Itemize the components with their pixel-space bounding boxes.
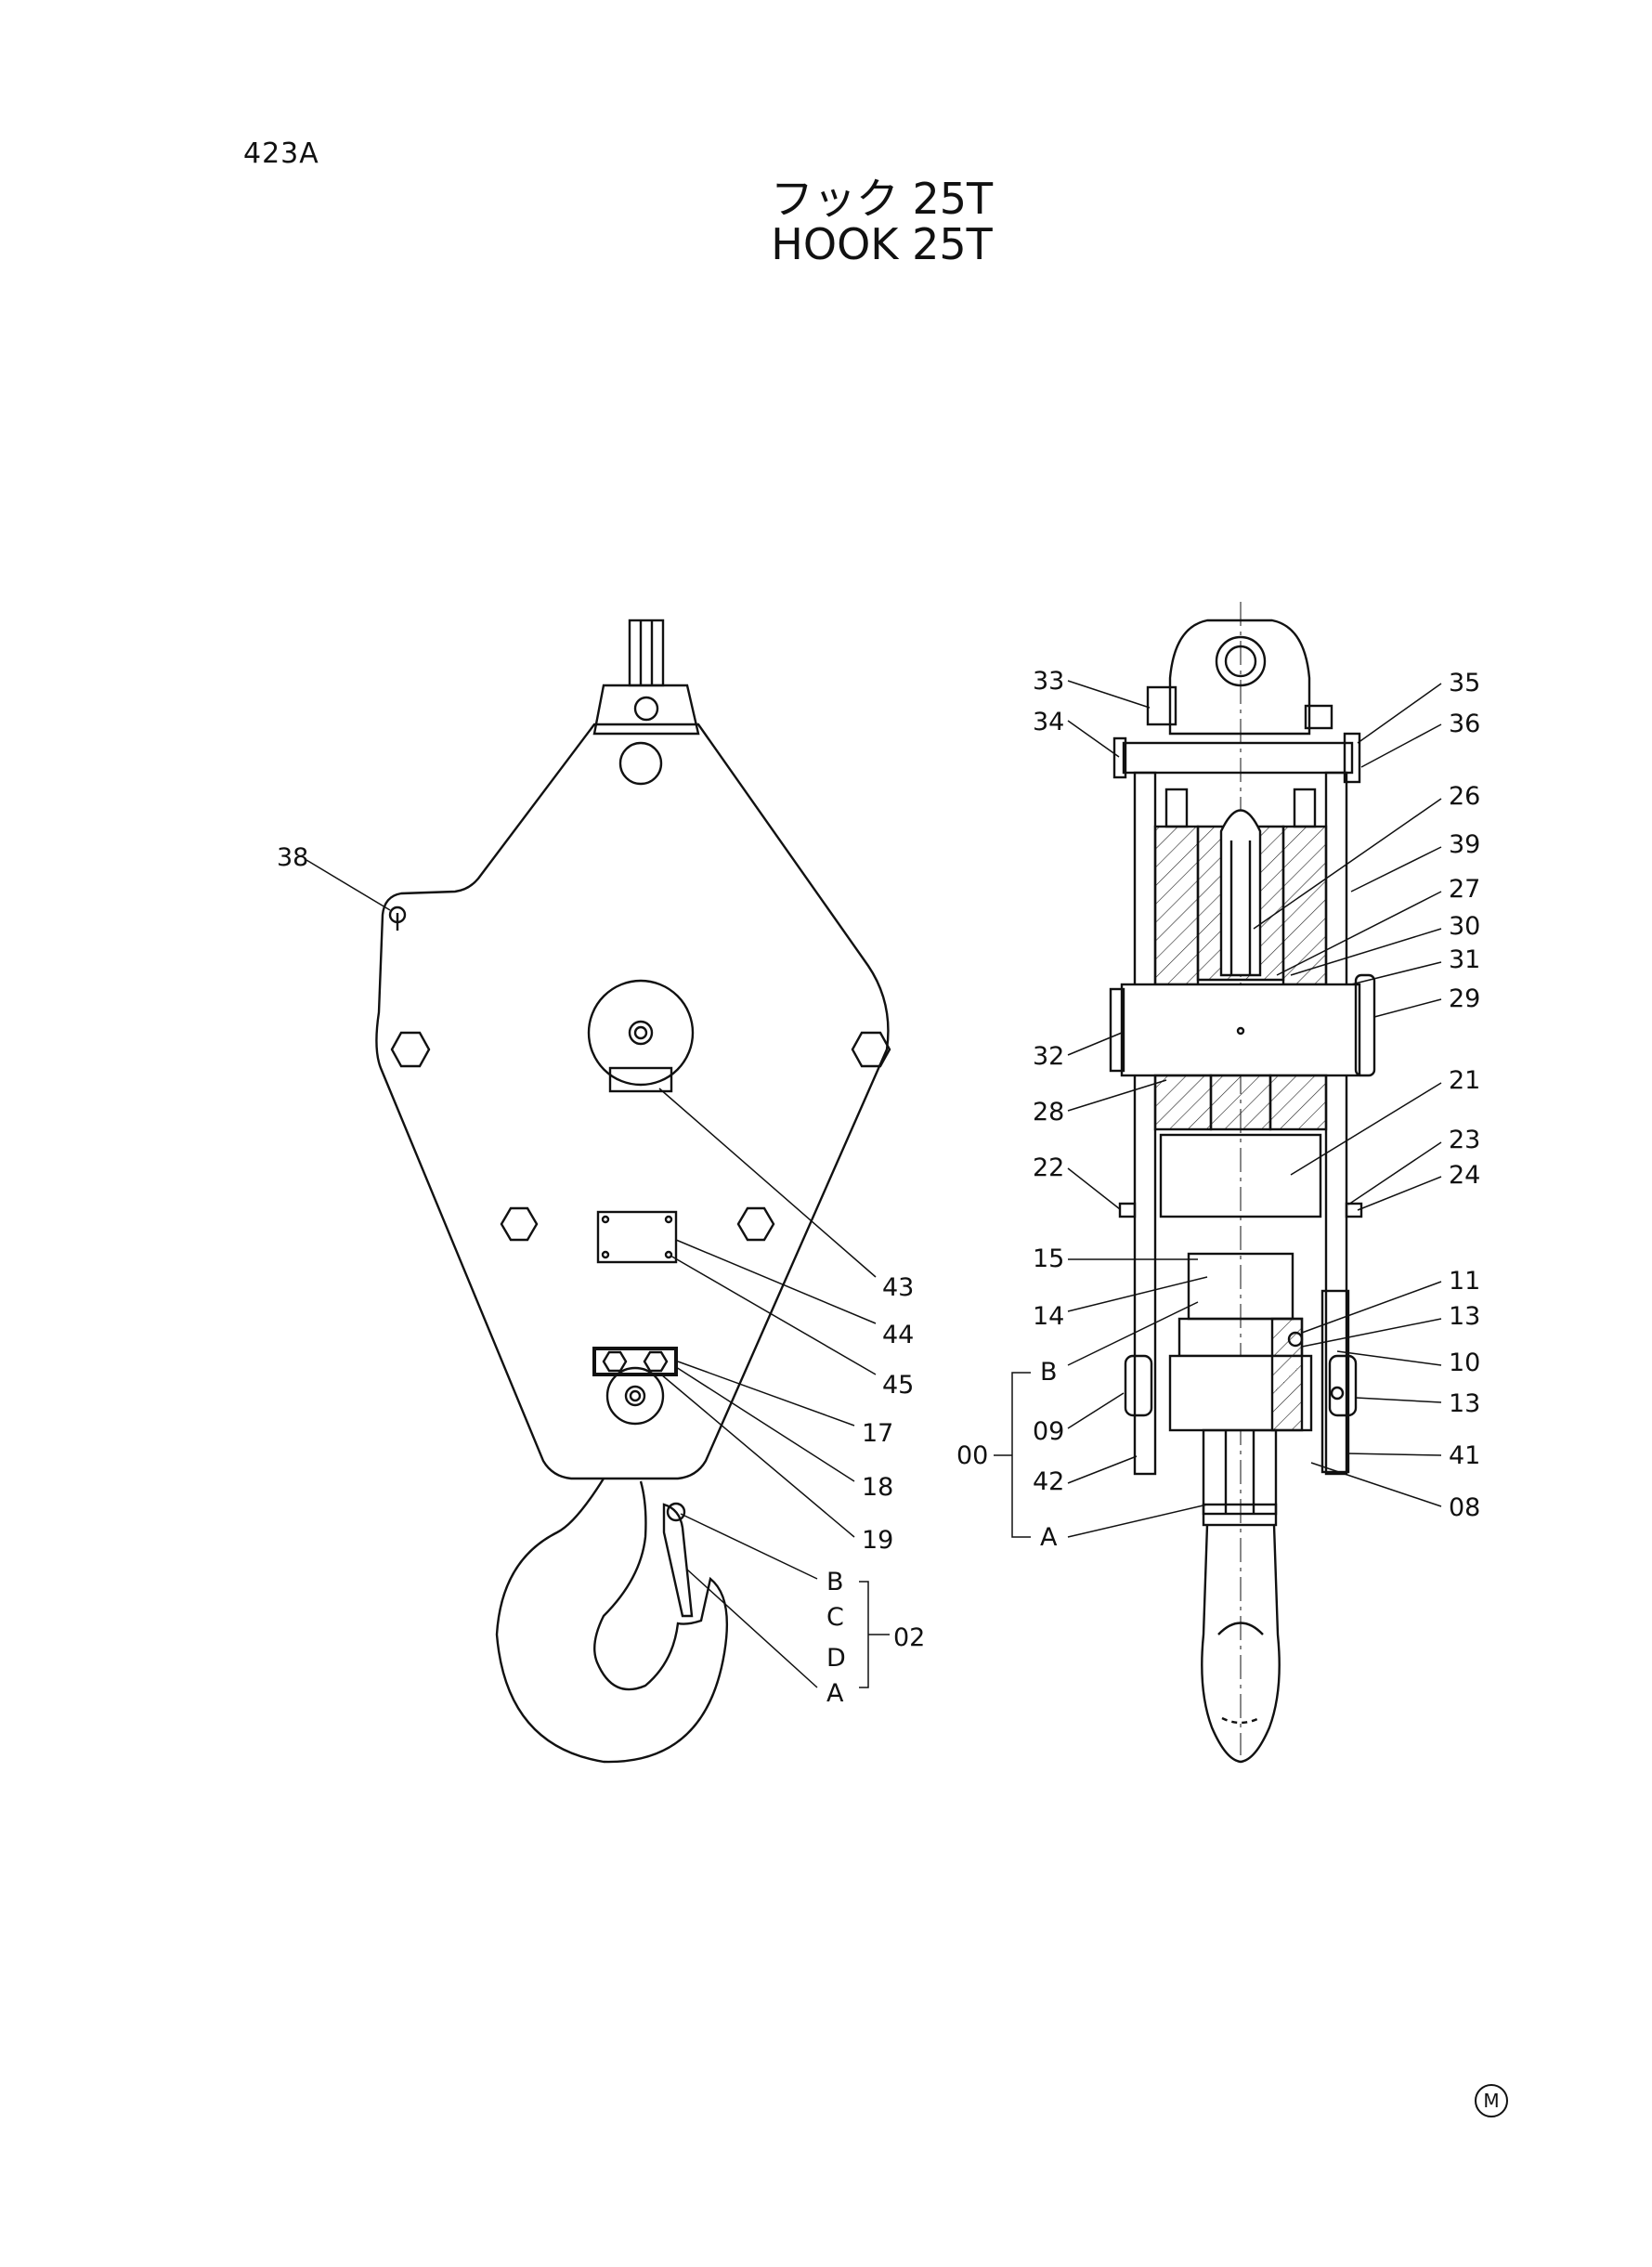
callout-29: 29 — [1449, 984, 1480, 1013]
callout-11: 11 — [1449, 1267, 1480, 1296]
callout-44: 44 — [882, 1321, 914, 1349]
callout-a-front: A — [826, 1679, 844, 1708]
center-boss — [587, 979, 695, 1087]
hex-bolt-icon — [500, 1206, 539, 1242]
callout-38: 38 — [277, 843, 308, 872]
callout-27: 27 — [1449, 875, 1480, 904]
callout-18: 18 — [862, 1473, 893, 1502]
title-english: HOOK 25T — [771, 219, 993, 269]
side-section-view — [1109, 602, 1376, 1764]
callout-30: 30 — [1449, 912, 1480, 941]
callout-17: 17 — [862, 1419, 893, 1448]
side-plate-outline — [375, 723, 890, 1480]
page-code: 423A — [243, 137, 319, 170]
callout-28: 28 — [1033, 1098, 1064, 1127]
callout-32: 32 — [1033, 1042, 1064, 1071]
bracket-bolt-icon — [643, 1350, 669, 1373]
callout-13-lower: 13 — [1449, 1389, 1480, 1418]
callout-14: 14 — [1033, 1302, 1064, 1331]
hex-bolt-icon — [736, 1206, 775, 1242]
callout-c-front: C — [826, 1603, 844, 1632]
bracket-bolt-icon — [602, 1350, 628, 1373]
callout-31: 31 — [1449, 945, 1480, 974]
callout-09: 09 — [1033, 1417, 1064, 1446]
callout-45: 45 — [882, 1371, 914, 1400]
hook-side-profile — [1201, 1524, 1281, 1764]
callout-35: 35 — [1449, 669, 1480, 697]
front-view — [375, 619, 891, 1764]
hook-body — [495, 1478, 729, 1764]
shackle-hole-icon — [1215, 635, 1267, 687]
spacer-drum — [1159, 1133, 1322, 1218]
callout-26: 26 — [1449, 782, 1480, 811]
callout-24: 24 — [1449, 1161, 1480, 1190]
callout-42: 42 — [1033, 1467, 1064, 1496]
leader-lines — [306, 680, 1442, 1688]
callout-10: 10 — [1449, 1348, 1480, 1377]
callout-00: 00 — [956, 1441, 988, 1470]
lug-hole-icon — [633, 696, 659, 722]
callout-a-side: A — [1040, 1523, 1058, 1552]
sheave-pin — [1120, 983, 1361, 1077]
hook-shank — [1202, 1428, 1278, 1516]
callout-34: 34 — [1033, 708, 1064, 736]
callout-15: 15 — [1033, 1244, 1064, 1273]
callout-22: 22 — [1033, 1153, 1064, 1182]
wire-rope-stub — [628, 619, 665, 687]
lower-left-block — [1153, 1074, 1213, 1131]
hex-bolt-icon — [390, 1031, 431, 1068]
registered-mark: M — [1475, 2084, 1508, 2117]
bolt-38-icon — [388, 905, 407, 924]
callout-36: 36 — [1449, 710, 1480, 738]
top-crossbar — [1122, 741, 1354, 775]
center-boss-inner — [628, 1020, 654, 1046]
callout-08: 08 — [1449, 1493, 1480, 1522]
callout-13-upper: 13 — [1449, 1302, 1480, 1331]
name-plate — [596, 1210, 678, 1264]
callout-19: 19 — [862, 1526, 893, 1555]
callout-23: 23 — [1449, 1126, 1480, 1154]
title-japanese: フック 25T — [770, 174, 994, 224]
hex-bolt-icon — [851, 1031, 891, 1068]
callout-labels: 38 43 44 45 17 18 19 B C D A 02 33 34 35… — [277, 667, 1480, 1708]
callout-d-front: D — [826, 1644, 846, 1673]
callout-33: 33 — [1033, 667, 1064, 696]
callout-43: 43 — [882, 1273, 914, 1302]
lower-right-block — [1268, 1074, 1328, 1131]
retainer-plate — [608, 1066, 673, 1093]
top-lug — [592, 684, 700, 736]
callout-02: 02 — [893, 1623, 925, 1652]
callout-21: 21 — [1449, 1066, 1480, 1095]
hook-nut — [605, 1366, 665, 1426]
latch-pin-icon — [666, 1502, 686, 1522]
callout-b-side: B — [1040, 1358, 1058, 1387]
top-shackle — [1168, 619, 1311, 736]
upper-hole-icon — [618, 741, 663, 786]
lower-bracket — [592, 1347, 678, 1376]
callout-39: 39 — [1449, 830, 1480, 859]
upper-left-block — [1153, 825, 1200, 986]
callout-41: 41 — [1449, 1441, 1480, 1470]
callout-b-front: B — [826, 1568, 844, 1596]
